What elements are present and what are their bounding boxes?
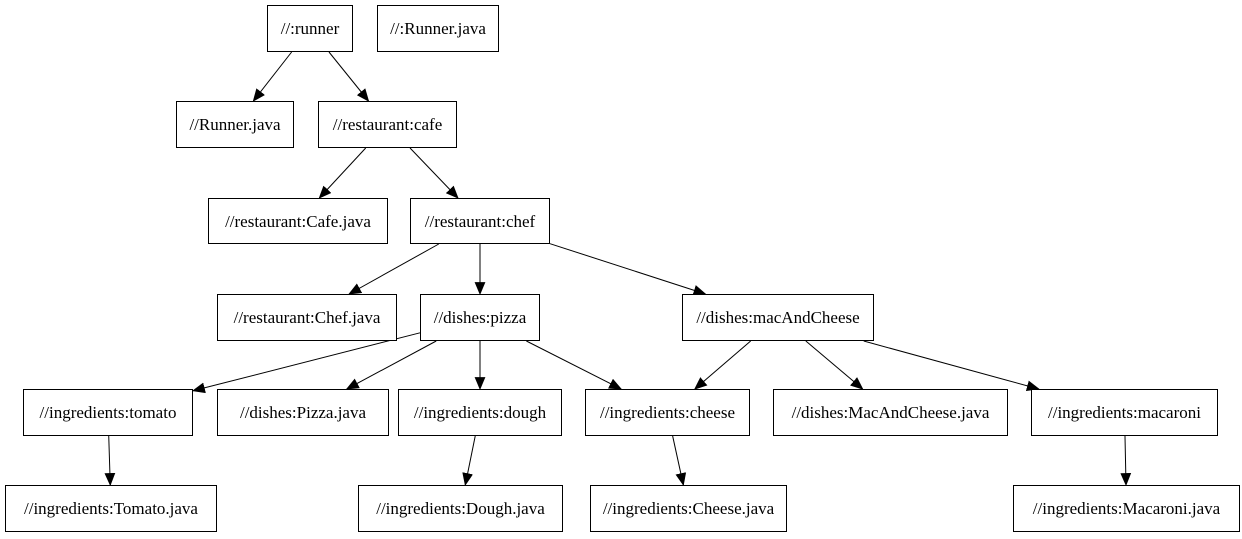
graph-edge-macaroni-to-macaroni_java: [1120, 435, 1132, 487]
graph-node-macandcheese_java: //dishes:MacAndCheese.java: [773, 389, 1008, 436]
graph-edge-pizza-to-tomato: [191, 332, 421, 394]
graph-node-runner: //:runner: [267, 5, 353, 52]
graph-node-chef_java: //restaurant:Chef.java: [217, 294, 397, 341]
graph-edge-dough-to-dough_java: [462, 435, 476, 487]
graph-edge-cafe-to-cafe_java: [318, 147, 367, 199]
graph-node-tomato: //ingredients:tomato: [23, 389, 193, 436]
graph-node-cheese_java: //ingredients:Cheese.java: [590, 485, 787, 532]
graph-edge-macandcheese-to-macaroni: [863, 340, 1040, 392]
graph-node-pizza: //dishes:pizza: [420, 294, 540, 341]
graph-node-macandcheese: //dishes:macAndCheese: [682, 294, 874, 341]
graph-node-cafe: //restaurant:cafe: [318, 101, 457, 148]
graph-edge-pizza-to-cheese: [526, 340, 623, 390]
graph-edge-runner-to-cafe: [328, 51, 370, 102]
graph-node-macaroni: //ingredients:macaroni: [1031, 389, 1218, 436]
graph-edge-cheese-to-cheese_java: [672, 435, 687, 487]
graph-edge-tomato-to-tomato_java: [104, 435, 116, 487]
graph-edge-chef-to-chef_java: [348, 243, 440, 295]
graph-node-runner_java: //Runner.java: [176, 101, 294, 148]
graph-node-chef: //restaurant:chef: [410, 198, 550, 244]
graph-node-dough: //ingredients:dough: [398, 389, 562, 436]
graph-node-cafe_java: //restaurant:Cafe.java: [208, 198, 388, 244]
graph-node-runner_java_root: //:Runner.java: [377, 5, 499, 52]
graph-edge-runner-to-runner_java: [252, 51, 293, 102]
graph-edge-pizza-to-pizza_java: [345, 340, 437, 390]
graph-node-dough_java: //ingredients:Dough.java: [358, 485, 563, 532]
graph-edge-chef-to-macandcheese: [549, 243, 707, 296]
graph-node-cheese: //ingredients:cheese: [585, 389, 750, 436]
graph-edge-macandcheese-to-macandcheese_java: [805, 340, 864, 390]
graph-node-tomato_java: //ingredients:Tomato.java: [5, 485, 217, 532]
graph-node-macaroni_java: //ingredients:Macaroni.java: [1013, 485, 1240, 532]
graph-node-pizza_java: //dishes:Pizza.java: [217, 389, 389, 436]
graph-edge-macandcheese-to-cheese: [694, 340, 751, 390]
graph-edge-cafe-to-chef: [409, 147, 459, 199]
